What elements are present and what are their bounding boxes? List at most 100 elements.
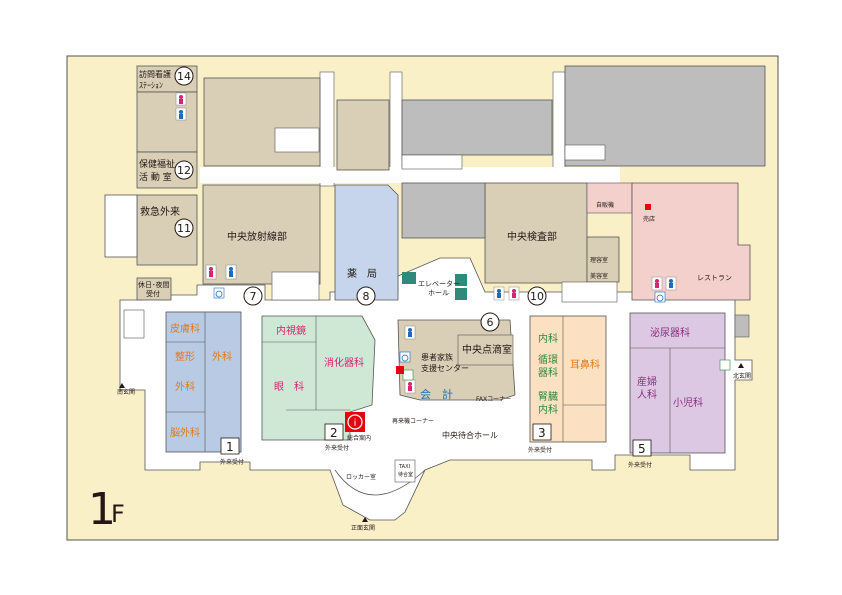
block5-number: 5: [638, 442, 646, 456]
label-elevator-2: ホール: [428, 289, 449, 297]
marker-7: 7: [250, 290, 257, 303]
corridor-top-c: [552, 71, 566, 178]
label-family-support-1: 患者家族: [421, 352, 453, 362]
marker-6: 6: [487, 316, 494, 329]
label-welfare-1: 保健福祉: [139, 158, 175, 170]
stair-radiology: [271, 271, 320, 301]
label-main-entrance: 正面玄関: [351, 524, 375, 532]
label-family-support-2: 支援センター: [421, 363, 469, 373]
label-locker: ロッカー室: [346, 473, 376, 481]
label-south-entrance: 南玄関: [117, 388, 135, 396]
block1-reception: 外来受付: [220, 458, 244, 466]
label-lab: 中央検査部: [507, 230, 557, 243]
floor-label: 1: [88, 484, 116, 535]
arrow-south-entrance: [119, 383, 125, 388]
marker-12: 12: [177, 164, 191, 177]
block2-dept-endoscopy: 内視鏡: [276, 324, 306, 337]
block1-dept-dermatology: 皮膚科: [170, 322, 200, 335]
block1-dept-ortho-1: 整形: [175, 350, 195, 363]
stair-c: [401, 154, 463, 170]
block3-area: [529, 315, 607, 443]
marker-8: 8: [363, 290, 370, 303]
block3-dept-kidney-2: 内科: [538, 403, 558, 416]
info-i: i: [354, 418, 357, 429]
label-north-entrance: 北玄関: [733, 372, 751, 380]
marker-circles: [174, 66, 547, 332]
block5-number-box: [632, 439, 652, 457]
room-lab-upper: [401, 182, 486, 239]
block3-dept-ent: 耳鼻科: [570, 358, 600, 371]
room-restaurant: [631, 182, 751, 301]
marker-10: 10: [530, 290, 544, 303]
service-a: [203, 77, 321, 167]
block1-dept-ortho-2: 外科: [175, 380, 195, 393]
block2-area: [261, 315, 376, 441]
corridor-top-b: [389, 71, 403, 178]
block3-dept-cardio-2: 器科: [538, 366, 558, 379]
room-entrance-side: [104, 194, 138, 258]
label-beauty: 美容室: [590, 272, 608, 280]
shop-icon: [645, 204, 651, 210]
label-accounting: 会 計: [420, 387, 453, 401]
block2-dept-eye: 眼 科: [274, 380, 304, 393]
block5-reception: 外来受付: [628, 461, 652, 469]
edge-block-a: [734, 314, 750, 338]
label-vending: 自販機: [596, 201, 614, 209]
label-pharmacy: 薬 局: [347, 268, 377, 280]
arrow-main-entrance: [362, 517, 368, 522]
block1-dept-surgery: 外科: [212, 350, 232, 363]
phone-icon: [396, 359, 731, 381]
block3-number: 3: [538, 426, 546, 440]
block1-number: 1: [226, 440, 234, 454]
block1-area: [165, 311, 242, 453]
label-holiday-1: 休日･夜間: [138, 280, 170, 289]
room-barber: [586, 236, 620, 283]
block3-number-box: [532, 423, 552, 441]
wheelchair-icon: [213, 287, 666, 363]
block5-dept-pediatrics: 小児科: [673, 396, 703, 409]
label-holiday-2: 受付: [146, 289, 160, 298]
elevator-icon: [402, 272, 467, 300]
label-drip: 中央点滴室: [462, 343, 512, 356]
block2-reception: 外来受付: [325, 444, 349, 452]
label-emergency: 救急外来: [140, 205, 180, 218]
stair-lab: [561, 281, 618, 303]
stair-b: [564, 144, 606, 161]
label-general-info: 総合案内: [347, 434, 371, 442]
label-home-nursing-1: 訪問看護: [139, 69, 171, 79]
marker-11: 11: [177, 222, 191, 235]
block2-number: 2: [330, 426, 338, 440]
label-revisit: 再来機コーナー: [392, 417, 434, 425]
stair-a: [274, 127, 320, 153]
label-fax: FAXコーナー: [476, 396, 511, 403]
block1-number-box: [220, 437, 240, 455]
room-toilet-col: [136, 91, 198, 153]
label-home-nursing-2: ｽﾃｰｼｮﾝ: [139, 81, 163, 90]
block2-dept-gastro: 消化器科: [324, 356, 364, 369]
label-radiology: 中央放射線部: [227, 230, 287, 243]
corridor-mid: [200, 167, 620, 183]
label-taxi-2: 待合室: [398, 471, 413, 478]
block5-dept-obgyn-2: 人科: [637, 388, 657, 401]
label-elevator-1: エレベーター: [418, 279, 460, 288]
room-drip: [457, 334, 514, 366]
taxi-room: [394, 459, 416, 483]
room-holiday: [136, 277, 172, 301]
toilet-icon: [175, 92, 677, 394]
block3-reception: 外来受付: [528, 446, 552, 454]
arrow-north-entrance: [738, 363, 744, 368]
service-b: [336, 99, 390, 171]
edge-block-b: [123, 309, 145, 339]
label-barber: 理容室: [590, 256, 608, 264]
room-radiology: [202, 184, 321, 285]
block5-dept-obgyn-1: 産婦: [637, 375, 657, 388]
block3-dept-internal: 内科: [538, 332, 558, 345]
block3-dept-kidney-1: 腎臓: [538, 391, 558, 403]
room-pharmacy: [334, 184, 399, 301]
block2-number-box: [324, 423, 344, 441]
info-circle: [347, 414, 363, 430]
floor-suffix: F: [111, 500, 125, 528]
label-taxi-1: TAXI: [398, 464, 410, 470]
block3-dept-cardio-1: 循環: [538, 353, 558, 366]
